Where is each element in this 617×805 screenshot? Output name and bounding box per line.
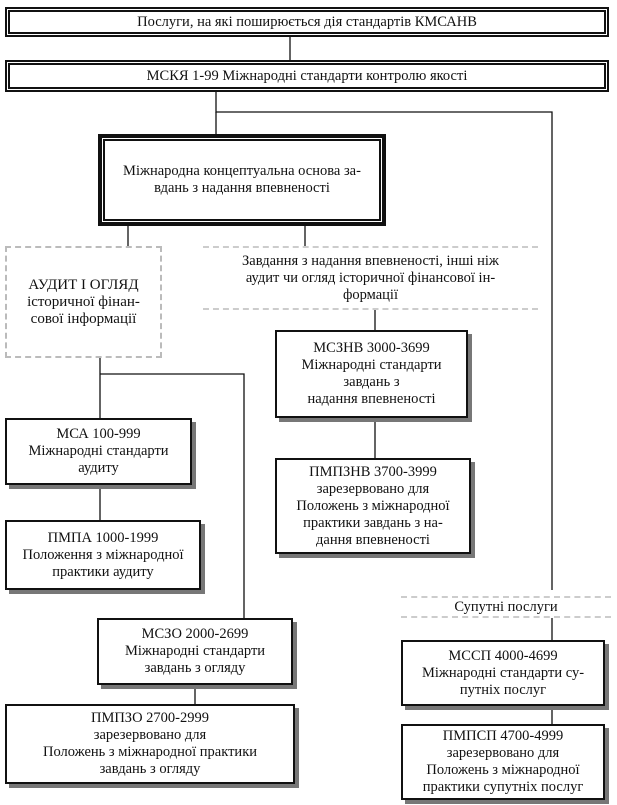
framework-box: Міжнародна концептуальна основа за- вдан…	[98, 134, 386, 226]
framework-text: Міжнародна концептуальна основа за- вдан…	[123, 163, 361, 196]
audit-review-box: АУДИТ І ОГЛЯД історичної фінан- сової ін…	[5, 246, 162, 358]
related-services-text: Супутні послуги	[454, 598, 558, 615]
mssp-box: МССП 4000-4699 Міжнародні стандарти су- …	[401, 640, 605, 706]
title-box: Послуги, на які поширюється дія стандарт…	[5, 7, 609, 37]
pmpznv-text: ПМПЗНВ 3700-3999 зарезервовано для Полож…	[296, 463, 450, 548]
msa-text: МСА 100-999 Міжнародні стандарти аудиту	[28, 426, 169, 476]
mskya-box: МСКЯ 1-99 Міжнародні стандарти контролю …	[5, 60, 609, 92]
pmpsp-text: ПМПСП 4700-4999 зарезервовано для Положе…	[422, 728, 584, 795]
msznv-box: МСЗНВ 3000-3699 Міжнародні стандарти зав…	[275, 330, 468, 418]
related-services-box: Супутні послуги	[401, 596, 611, 618]
msa-box: МСА 100-999 Міжнародні стандарти аудиту	[5, 418, 192, 485]
connector-audit-mszo	[100, 373, 245, 618]
pmpzo-box: ПМПЗО 2700-2999 зарезервовано для Положе…	[5, 704, 295, 784]
pmpznv-box: ПМПЗНВ 3700-3999 зарезервовано для Полож…	[275, 458, 471, 554]
mskya-text: МСКЯ 1-99 Міжнародні стандарти контролю …	[146, 67, 468, 84]
mszo-box: МСЗО 2000-2699 Міжнародні стандарти завд…	[97, 618, 293, 685]
other-assurance-box: Завдання з надання впевненості, інші ніж…	[203, 246, 538, 310]
other-assurance-text: Завдання з надання впевненості, інші ніж…	[242, 252, 499, 303]
msznv-text: МСЗНВ 3000-3699 Міжнародні стандарти зав…	[301, 340, 442, 407]
mssp-text: МССП 4000-4699 Міжнародні стандарти су- …	[421, 647, 585, 698]
mszo-text: МСЗО 2000-2699 Міжнародні стандарти завд…	[124, 626, 266, 676]
audit-review-text: АУДИТ І ОГЛЯД історичної фінан- сової ін…	[27, 276, 140, 327]
connector-mskya-branch	[215, 92, 553, 590]
pmpa-box: ПМПА 1000-1999 Положення з міжнародної п…	[5, 520, 201, 590]
pmpsp-box: ПМПСП 4700-4999 зарезервовано для Положе…	[401, 724, 605, 800]
title-text: Послуги, на які поширюється дія стандарт…	[137, 13, 477, 30]
pmpzo-text: ПМПЗО 2700-2999 зарезервовано для Положе…	[42, 710, 257, 777]
pmpa-text: ПМПА 1000-1999 Положення з міжнародної п…	[22, 529, 184, 580]
